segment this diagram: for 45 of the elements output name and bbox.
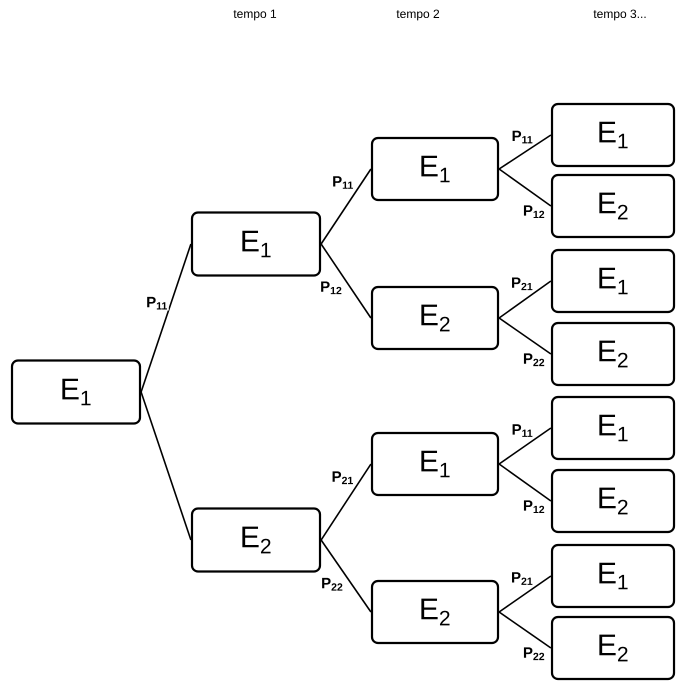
state-box: E$_{1}$	[190, 211, 322, 277]
state-box: E$_{1}$	[550, 544, 676, 608]
state-box: E$_{2}$	[550, 174, 676, 238]
edge-label: P$_{12}$	[522, 204, 546, 220]
edge-label: P$_{11}$	[331, 175, 355, 190]
branch-line	[140, 244, 192, 392]
state-box: E$_{1}$	[370, 432, 500, 496]
branch-line	[320, 540, 372, 612]
edge-label: P$_{21}$	[330, 470, 355, 486]
state-box: E$_{2}$	[550, 616, 676, 680]
edge-label: P$_{11}$	[510, 130, 534, 144]
branch-line	[320, 244, 372, 318]
column-heading: tempo 1	[234, 10, 276, 20]
edge-label: P$_{12}$	[522, 499, 546, 514]
branch-line	[498, 427, 552, 465]
state-box: E$_{1}$	[550, 396, 676, 460]
edge-label: P$_{21}$	[510, 276, 534, 292]
edge-label: P$_{21}$	[510, 571, 534, 586]
branch-line	[498, 134, 552, 170]
state-box: E$_{1}$	[550, 248, 676, 314]
state-box: E$_{1}$	[370, 136, 500, 202]
state-box: E$_{2}$	[550, 468, 676, 534]
edge-label: P$_{22}$	[522, 352, 546, 368]
edge-label: P$_{22}$	[522, 646, 546, 662]
branch-line	[498, 280, 552, 319]
column-heading: tempo 3...	[594, 10, 646, 20]
edge-label: P$_{12}$	[319, 280, 344, 296]
state-box: E$_{2}$	[550, 322, 676, 386]
state-box: E$_{2}$	[190, 507, 322, 573]
edge-label: P$_{11}$	[145, 296, 169, 310]
edge-label: P$_{11}$	[510, 423, 534, 438]
state-box: E$_{1}$	[550, 102, 676, 168]
branch-line	[498, 317, 552, 355]
edge-label: P$_{22}$	[320, 576, 344, 592]
branch-line	[498, 575, 552, 613]
branch-line	[320, 464, 372, 540]
state-box: E$_{1}$	[10, 359, 142, 425]
column-heading: tempo 2	[396, 10, 440, 20]
state-box: E$_{2}$	[370, 286, 500, 350]
branch-line	[498, 463, 552, 502]
branch-line	[140, 392, 192, 540]
state-box: E$_{2}$	[370, 580, 500, 644]
branch-line	[320, 168, 372, 244]
branch-line	[498, 168, 552, 207]
branch-line	[498, 611, 552, 649]
